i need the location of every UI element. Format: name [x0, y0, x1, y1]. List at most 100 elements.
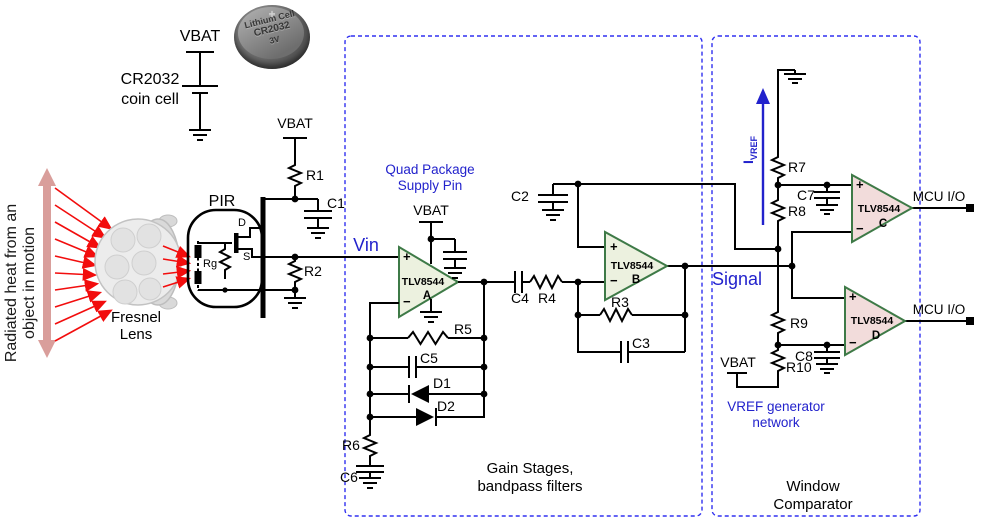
resistor-R10 — [769, 348, 787, 375]
c6-label: C6 — [340, 469, 358, 485]
c4-label: C4 — [511, 290, 529, 306]
gain-caption-1: Gain Stages, — [486, 460, 574, 477]
window-caption-2: Comparator — [773, 496, 853, 513]
opamp-d-letter: D — [871, 330, 881, 342]
jfet-channel — [234, 233, 239, 253]
opamp-C — [851, 173, 915, 244]
r4-label: R4 — [538, 290, 556, 306]
r6-label: R6 — [342, 437, 360, 453]
rg-label: Rg — [203, 258, 218, 270]
mcu-io-label-c: MCU I/O — [912, 189, 966, 204]
r2-branch — [284, 257, 306, 309]
mcu-io-label-d: MCU I/O — [912, 302, 966, 317]
opamp-a-supply — [419, 221, 467, 323]
opamp-a-minus: − — [403, 294, 411, 309]
c1-label: C1 — [327, 195, 345, 211]
c3-label: C3 — [632, 335, 650, 351]
mcu-terminal-c — [966, 204, 974, 212]
quad-package-label-1: Quad Package — [385, 162, 475, 177]
opamp-a-letter: A — [422, 290, 432, 302]
gain-section-border — [344, 35, 703, 517]
ivref-label: IVREF — [740, 136, 760, 164]
pir-label: PIR — [208, 193, 236, 210]
opamp-c-minus: − — [856, 221, 864, 236]
r1-c1-branch — [263, 137, 332, 239]
coin-plus-mark: + — [268, 7, 276, 21]
opamp-d-part: TLV8544 — [850, 315, 894, 327]
vref-chain — [727, 69, 966, 388]
c7-label: C7 — [797, 187, 815, 203]
mcu-terminal-d — [966, 317, 974, 325]
resistor-R6 — [361, 432, 379, 459]
opamp-b-part: TLV8544 — [610, 260, 654, 272]
signal-label: Signal — [711, 269, 763, 289]
vref-caption-2: network — [752, 415, 800, 430]
opamp-d-minus: − — [849, 335, 857, 350]
opamp-a-part: TLV8544 — [401, 276, 445, 288]
heat-rays — [54, 187, 113, 342]
r5-label: R5 — [454, 321, 472, 337]
opamp-a-plus: + — [403, 249, 411, 264]
opamp-B — [604, 230, 670, 302]
fresnel-label-1: Fresnel — [110, 309, 162, 326]
r7-label: R7 — [788, 159, 806, 175]
quad-package-label-2: Supply Pin — [397, 178, 463, 193]
r10-label: R10 — [786, 359, 812, 375]
resistor-R5 — [407, 330, 449, 346]
opamp-c-letter: C — [878, 218, 888, 230]
opamp-b-letter: B — [631, 274, 641, 286]
ivref-arrow — [756, 88, 770, 225]
opamp-c-part: TLV8544 — [857, 203, 901, 215]
resistor-R8 — [769, 198, 787, 225]
vin-label: Vin — [353, 235, 379, 255]
resistor-R1 — [286, 162, 304, 189]
r3-label: R3 — [611, 294, 629, 310]
vbat-label-r10: VBAT — [720, 354, 756, 370]
heat-arrow-pink — [38, 168, 56, 358]
vbat-label-battery: VBAT — [179, 28, 221, 45]
resistor-R9 — [769, 310, 787, 337]
opamp-d-plus: + — [849, 289, 857, 304]
jfet-source-lead — [238, 248, 399, 258]
vbat-label-r1: VBAT — [277, 115, 313, 131]
resistor-R7 — [769, 155, 787, 183]
fresnel-lens — [94, 214, 182, 310]
opamp-c-plus: + — [856, 177, 864, 192]
r2-label: R2 — [304, 263, 322, 279]
opamp-b-plus: + — [610, 239, 618, 254]
resistor-Rg — [217, 243, 233, 279]
focused-rays — [162, 245, 192, 289]
resistor-R4 — [529, 273, 563, 291]
gain-caption-2: bandpass filters — [477, 478, 583, 495]
opamp-D — [844, 285, 908, 357]
c5-label: C5 — [420, 350, 438, 366]
r8-label: R8 — [788, 203, 806, 219]
d1-label: D1 — [433, 375, 451, 391]
pir-sensor — [186, 197, 399, 318]
junction-dots — [222, 180, 831, 421]
jfet-source-label: S — [243, 251, 251, 263]
c8-label: C8 — [795, 348, 813, 364]
d2-label: D2 — [437, 398, 455, 414]
battery-branch — [182, 51, 218, 141]
feedback-network-A — [356, 282, 485, 489]
jfet-drain-label: D — [238, 217, 246, 229]
opamp-A — [398, 245, 460, 319]
vref-caption-1: VREF generator — [727, 399, 825, 414]
resistor-R2 — [286, 257, 304, 290]
coin-cell-type: coin cell — [121, 91, 179, 108]
opamp-b-minus: − — [610, 273, 618, 288]
diode-D1 — [411, 385, 429, 403]
diode-D2 — [416, 408, 434, 426]
r9-label: R9 — [790, 315, 808, 331]
fresnel-label-2: Lens — [119, 326, 153, 343]
vbat-label-opamp-a: VBAT — [413, 202, 449, 218]
coin-cell-photo: Lithium Cell CR2032 3V + — [234, 5, 310, 69]
r1-label: R1 — [306, 167, 324, 183]
resistor-R3 — [599, 306, 633, 324]
radiated-heat-caption: Radiated heat from an object in motion — [3, 203, 38, 363]
window-caption-1: Window — [786, 478, 840, 495]
jfet-drain-lead — [238, 227, 261, 238]
